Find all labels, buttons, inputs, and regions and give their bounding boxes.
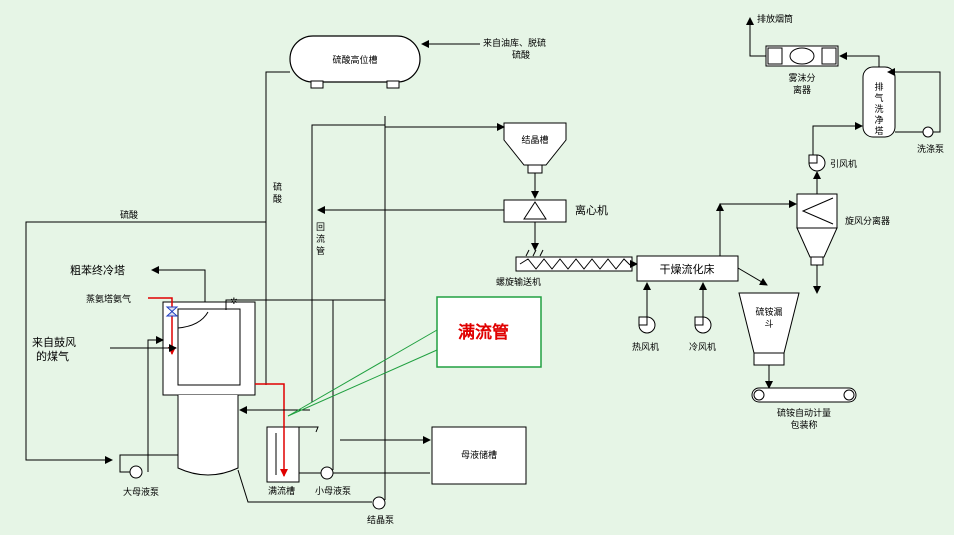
sulfuric-acid-high-tank: 硫酸高位槽 [289,35,421,89]
dryer-label: 干燥流化床 [660,262,715,276]
saturator-spray-icon: ✲ [230,297,238,307]
screw-conveyor-label: 螺旋输送机 [496,276,541,288]
ammonia-steam-label: 蒸氨塔氨气 [86,293,131,305]
sulfuric-acid-left-label: 硫酸 [120,209,138,221]
small-mother-pump [320,466,334,480]
return-pipe-char-3: 管 [316,245,325,257]
small-mother-pump-label: 小母液泵 [315,485,351,497]
crystallizer: 结晶槽 [503,122,567,174]
mother-liquor-tank-label: 母液储槽 [461,449,497,461]
sulfuric-acid-vertical-2: 酸 [273,194,282,205]
cyclone-separator [796,193,838,266]
large-mother-pump-label: 大母液泵 [123,486,159,498]
hot-fan [638,316,656,334]
packaging-label-1: 硫铵自动计量 [777,407,831,419]
induced-fan [808,154,826,172]
crystallizer-label: 结晶槽 [521,134,548,146]
centrifuge-label: 离心机 [575,203,608,217]
packaging-label-2: 包装称 [790,419,817,431]
crystal-pump-label: 结晶泵 [367,514,394,526]
mist-separator-label-2: 离器 [793,84,811,96]
exhaust-chimney-label: 排放烟筒 [757,13,793,25]
washing-pump [922,126,934,138]
washing-tower-char-4: 净 [874,114,883,126]
crystal-pump [372,496,386,510]
sulfuric-acid-high-tank-label: 硫酸高位槽 [332,54,377,66]
induced-fan-label: 引风机 [830,158,857,170]
ammonium-sulfate-hopper: 硫铵漏 斗 [738,292,800,366]
washing-tower-char-3: 洗 [874,103,883,115]
return-pipe-char-1: 回 [316,222,325,233]
large-mother-pump [129,465,143,479]
mother-liquor-tank: 母液储槽 [431,426,527,485]
exhaust-washing-tower: 排 气 洗 净 塔 [862,66,896,138]
packaging-scale [751,387,857,403]
washing-tower-char-5: 塔 [874,125,883,137]
washing-pump-label: 洗涤泵 [917,143,944,155]
overflow-tank [266,426,319,483]
saturator [162,301,256,476]
overflow-pipe-callout: 满流管 [436,296,542,368]
from-oil-depot-label-1: 来自油库、脱硫 [483,37,546,49]
from-blower-label-1: 来自鼓风 [32,335,76,349]
crude-benzene-cooler-label: 粗苯终冷塔 [70,263,125,277]
overflow-tank-label: 满流槽 [268,485,295,497]
cyclone-label: 旋风分离器 [845,215,890,227]
return-pipe-char-2: 流 [316,233,325,245]
washing-tower-char-2: 气 [874,92,883,104]
hopper-label-2: 斗 [764,319,773,330]
hot-fan-label: 热风机 [632,341,659,353]
washing-tower-char-1: 排 [874,81,883,93]
mist-separator [765,45,839,67]
cold-fan [694,316,712,334]
from-oil-depot-label-2: 硫酸 [512,49,530,61]
mist-separator-label-1: 雾沫分 [788,72,815,84]
centrifuge [503,199,567,223]
cold-fan-label: 冷风机 [689,341,716,353]
sulfuric-acid-vertical-1: 硫 [273,181,282,193]
overflow-pipe-callout-text: 满流管 [458,322,509,343]
fluidized-bed-dryer: 干燥流化床 [636,255,739,282]
hopper-label-1: 硫铵漏 [755,306,782,318]
screw-conveyor [515,249,633,272]
from-blower-label-2: 的煤气 [36,349,69,363]
valve-icon[interactable] [165,306,179,317]
